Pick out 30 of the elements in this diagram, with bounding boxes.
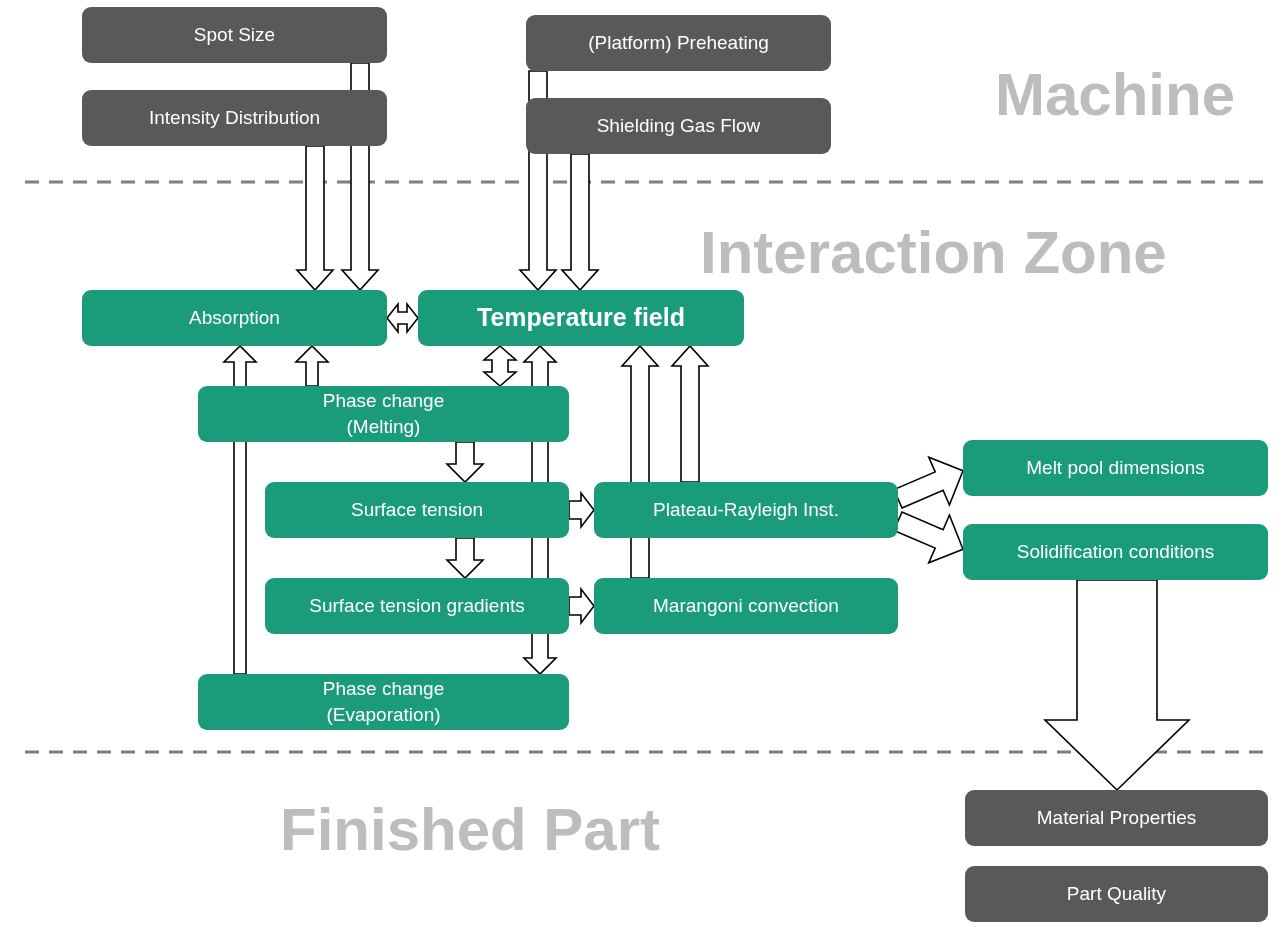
- process-box: Solidification conditions: [963, 524, 1268, 580]
- block-arrow: [568, 490, 595, 530]
- process-box: Material Properties: [965, 790, 1268, 846]
- process-box: Phase change (Melting): [198, 386, 569, 442]
- block-arrow: [294, 344, 330, 387]
- process-box: Absorption: [82, 290, 387, 346]
- process-box: (Platform) Preheating: [526, 15, 831, 71]
- process-box: Intensity Distribution: [82, 90, 387, 146]
- zone-heading: Machine: [995, 60, 1236, 129]
- process-box: Melt pool dimensions: [963, 440, 1268, 496]
- block-arrow: [445, 537, 485, 580]
- block-arrow: [568, 586, 595, 626]
- block-arrow: [481, 344, 519, 388]
- block-arrow: [560, 153, 600, 292]
- block-arrow: [445, 441, 485, 484]
- process-box: Temperature field: [418, 290, 744, 346]
- process-box: Shielding Gas Flow: [526, 98, 831, 154]
- process-box: Spot Size: [82, 7, 387, 63]
- block-arrow: [295, 145, 335, 292]
- block-arrow: [386, 301, 419, 335]
- zone-heading: Finished Part: [280, 795, 661, 864]
- process-box: Phase change (Evaporation): [198, 674, 569, 730]
- process-box: Part Quality: [965, 866, 1268, 922]
- zone-heading: Interaction Zone: [700, 218, 1167, 287]
- process-box: Plateau-Rayleigh Inst.: [594, 482, 898, 538]
- block-arrow: [1043, 579, 1191, 792]
- process-box: Surface tension gradients: [265, 578, 569, 634]
- block-arrow: [670, 344, 710, 483]
- process-box: Surface tension: [265, 482, 569, 538]
- process-box: Marangoni convection: [594, 578, 898, 634]
